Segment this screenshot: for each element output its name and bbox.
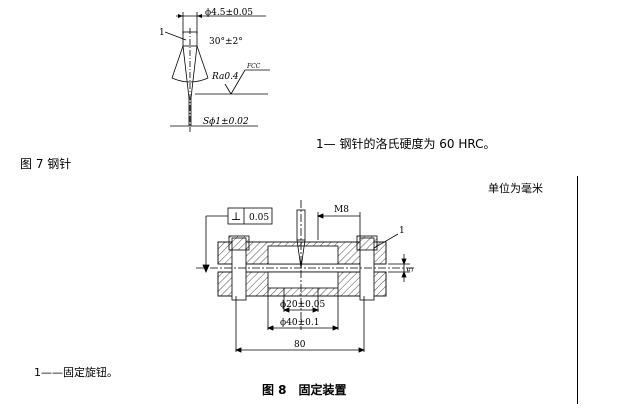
roughness-sub: FCC bbox=[246, 63, 261, 70]
perp-symbol: ⊥ bbox=[231, 210, 241, 223]
fig7-caption: 图 7 钢针 bbox=[20, 157, 72, 171]
roughness-label: Ra0.4 bbox=[211, 72, 239, 82]
thread-label: M8 bbox=[334, 205, 349, 215]
page-margin-line bbox=[577, 176, 578, 404]
dim-tip-label: Sϕ1±0.02 bbox=[203, 117, 249, 127]
fig7-note: 1— 钢针的洛氏硬度为 60 HRC。 bbox=[316, 137, 496, 151]
dim-gap-label: 5 bbox=[406, 267, 415, 272]
perp-value: 0.05 bbox=[249, 213, 269, 223]
fig8-caption: 图 8 固定装置 bbox=[262, 383, 347, 397]
unit-note: 单位为毫米 bbox=[488, 182, 543, 195]
dim-angle-label: 30°±2° bbox=[209, 37, 243, 47]
dim-outer-label: ϕ40±0.1 bbox=[280, 318, 319, 328]
dim-top-label: ϕ4.5±0.05 bbox=[205, 8, 253, 18]
callout-1: 1 bbox=[159, 28, 165, 38]
dim-inner-label: ϕ20±0.05 bbox=[280, 300, 325, 310]
dim-width-label: 80 bbox=[294, 340, 306, 350]
fig8-legend: 1——固定旋钮。 bbox=[34, 366, 118, 379]
callout-1-fig8: 1 bbox=[399, 226, 405, 236]
